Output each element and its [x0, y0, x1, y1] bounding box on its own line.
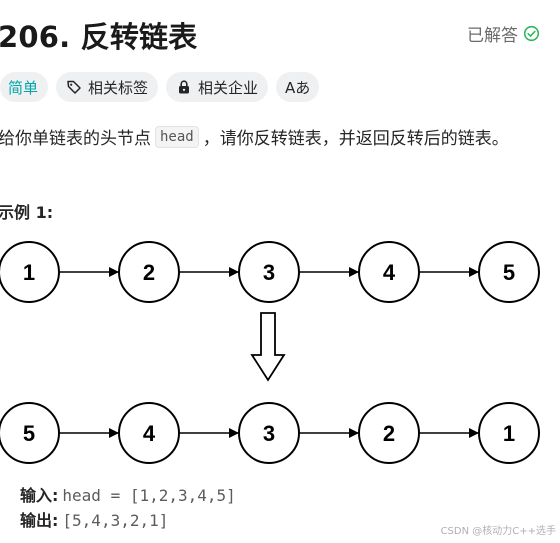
difficulty-tag[interactable]: 简单	[0, 72, 49, 102]
check-circle-icon	[523, 25, 540, 42]
input-label: 输入:	[20, 486, 59, 505]
example-input: 输入: head = [1,2,3,4,5]	[20, 483, 236, 508]
solved-status: 已解答	[467, 21, 540, 46]
linked-list-diagram: 1 2 3 4 5 5 4	[0, 241, 540, 464]
node-value: 4	[383, 260, 396, 285]
list-node: 5	[0, 402, 60, 464]
related-topics-label: 相关标签	[88, 78, 149, 97]
node-value: 3	[263, 260, 275, 285]
watermark: CSDN @核动力C++选手	[440, 526, 556, 537]
tag-bar: 简单 相关标签 相关企业 Aあ	[0, 72, 320, 102]
description-text-after: ，请你反转链表，并返回反转后的链表。	[202, 129, 509, 149]
related-companies-button[interactable]: 相关企业	[166, 72, 269, 102]
node-value: 4	[143, 421, 156, 446]
related-topics-button[interactable]: 相关标签	[56, 72, 159, 102]
lock-icon	[179, 80, 190, 94]
list-node: 2	[118, 241, 180, 303]
inline-code-head: head	[155, 125, 199, 148]
list-node: 2	[358, 402, 420, 464]
input-value: head = [1,2,3,4,5]	[62, 486, 236, 505]
related-companies-label: 相关企业	[198, 78, 259, 97]
list-node: 1	[478, 402, 540, 464]
problem-description: 给你单链表的头节点 head ，请你反转链表，并返回反转后的链表。	[0, 124, 509, 149]
list-node: 5	[478, 241, 540, 303]
translate-button[interactable]: Aあ	[276, 72, 320, 102]
node-value: 2	[383, 421, 395, 446]
node-value: 2	[143, 260, 155, 285]
reversed-list: 5 4 3 2 1	[0, 402, 540, 464]
solved-label: 已解答	[467, 26, 518, 46]
node-value: 1	[503, 421, 515, 446]
list-node: 3	[238, 402, 300, 464]
list-node: 3	[238, 241, 300, 303]
example-title: 示例 1:	[0, 203, 54, 222]
node-value: 3	[263, 421, 275, 446]
list-node: 1	[0, 241, 60, 303]
node-value: 5	[23, 421, 35, 446]
original-list: 1 2 3 4 5	[0, 241, 540, 303]
difficulty-label: 简单	[8, 78, 39, 97]
node-value: 5	[503, 260, 515, 285]
example-output: 输出: [5,4,3,2,1]	[20, 508, 236, 533]
node-value: 1	[23, 260, 35, 285]
down-arrow-icon	[250, 312, 286, 382]
problem-title: 206. 反转链表	[0, 20, 198, 54]
tag-icon	[67, 80, 81, 94]
list-node: 4	[118, 402, 180, 464]
description-text-before: 给你单链表的头节点	[0, 129, 151, 149]
list-node: 4	[358, 241, 420, 303]
output-value: [5,4,3,2,1]	[62, 511, 169, 530]
output-label: 输出:	[20, 511, 59, 530]
example-io: 输入: head = [1,2,3,4,5] 输出: [5,4,3,2,1]	[20, 483, 236, 533]
translate-icon: Aあ	[285, 78, 311, 97]
